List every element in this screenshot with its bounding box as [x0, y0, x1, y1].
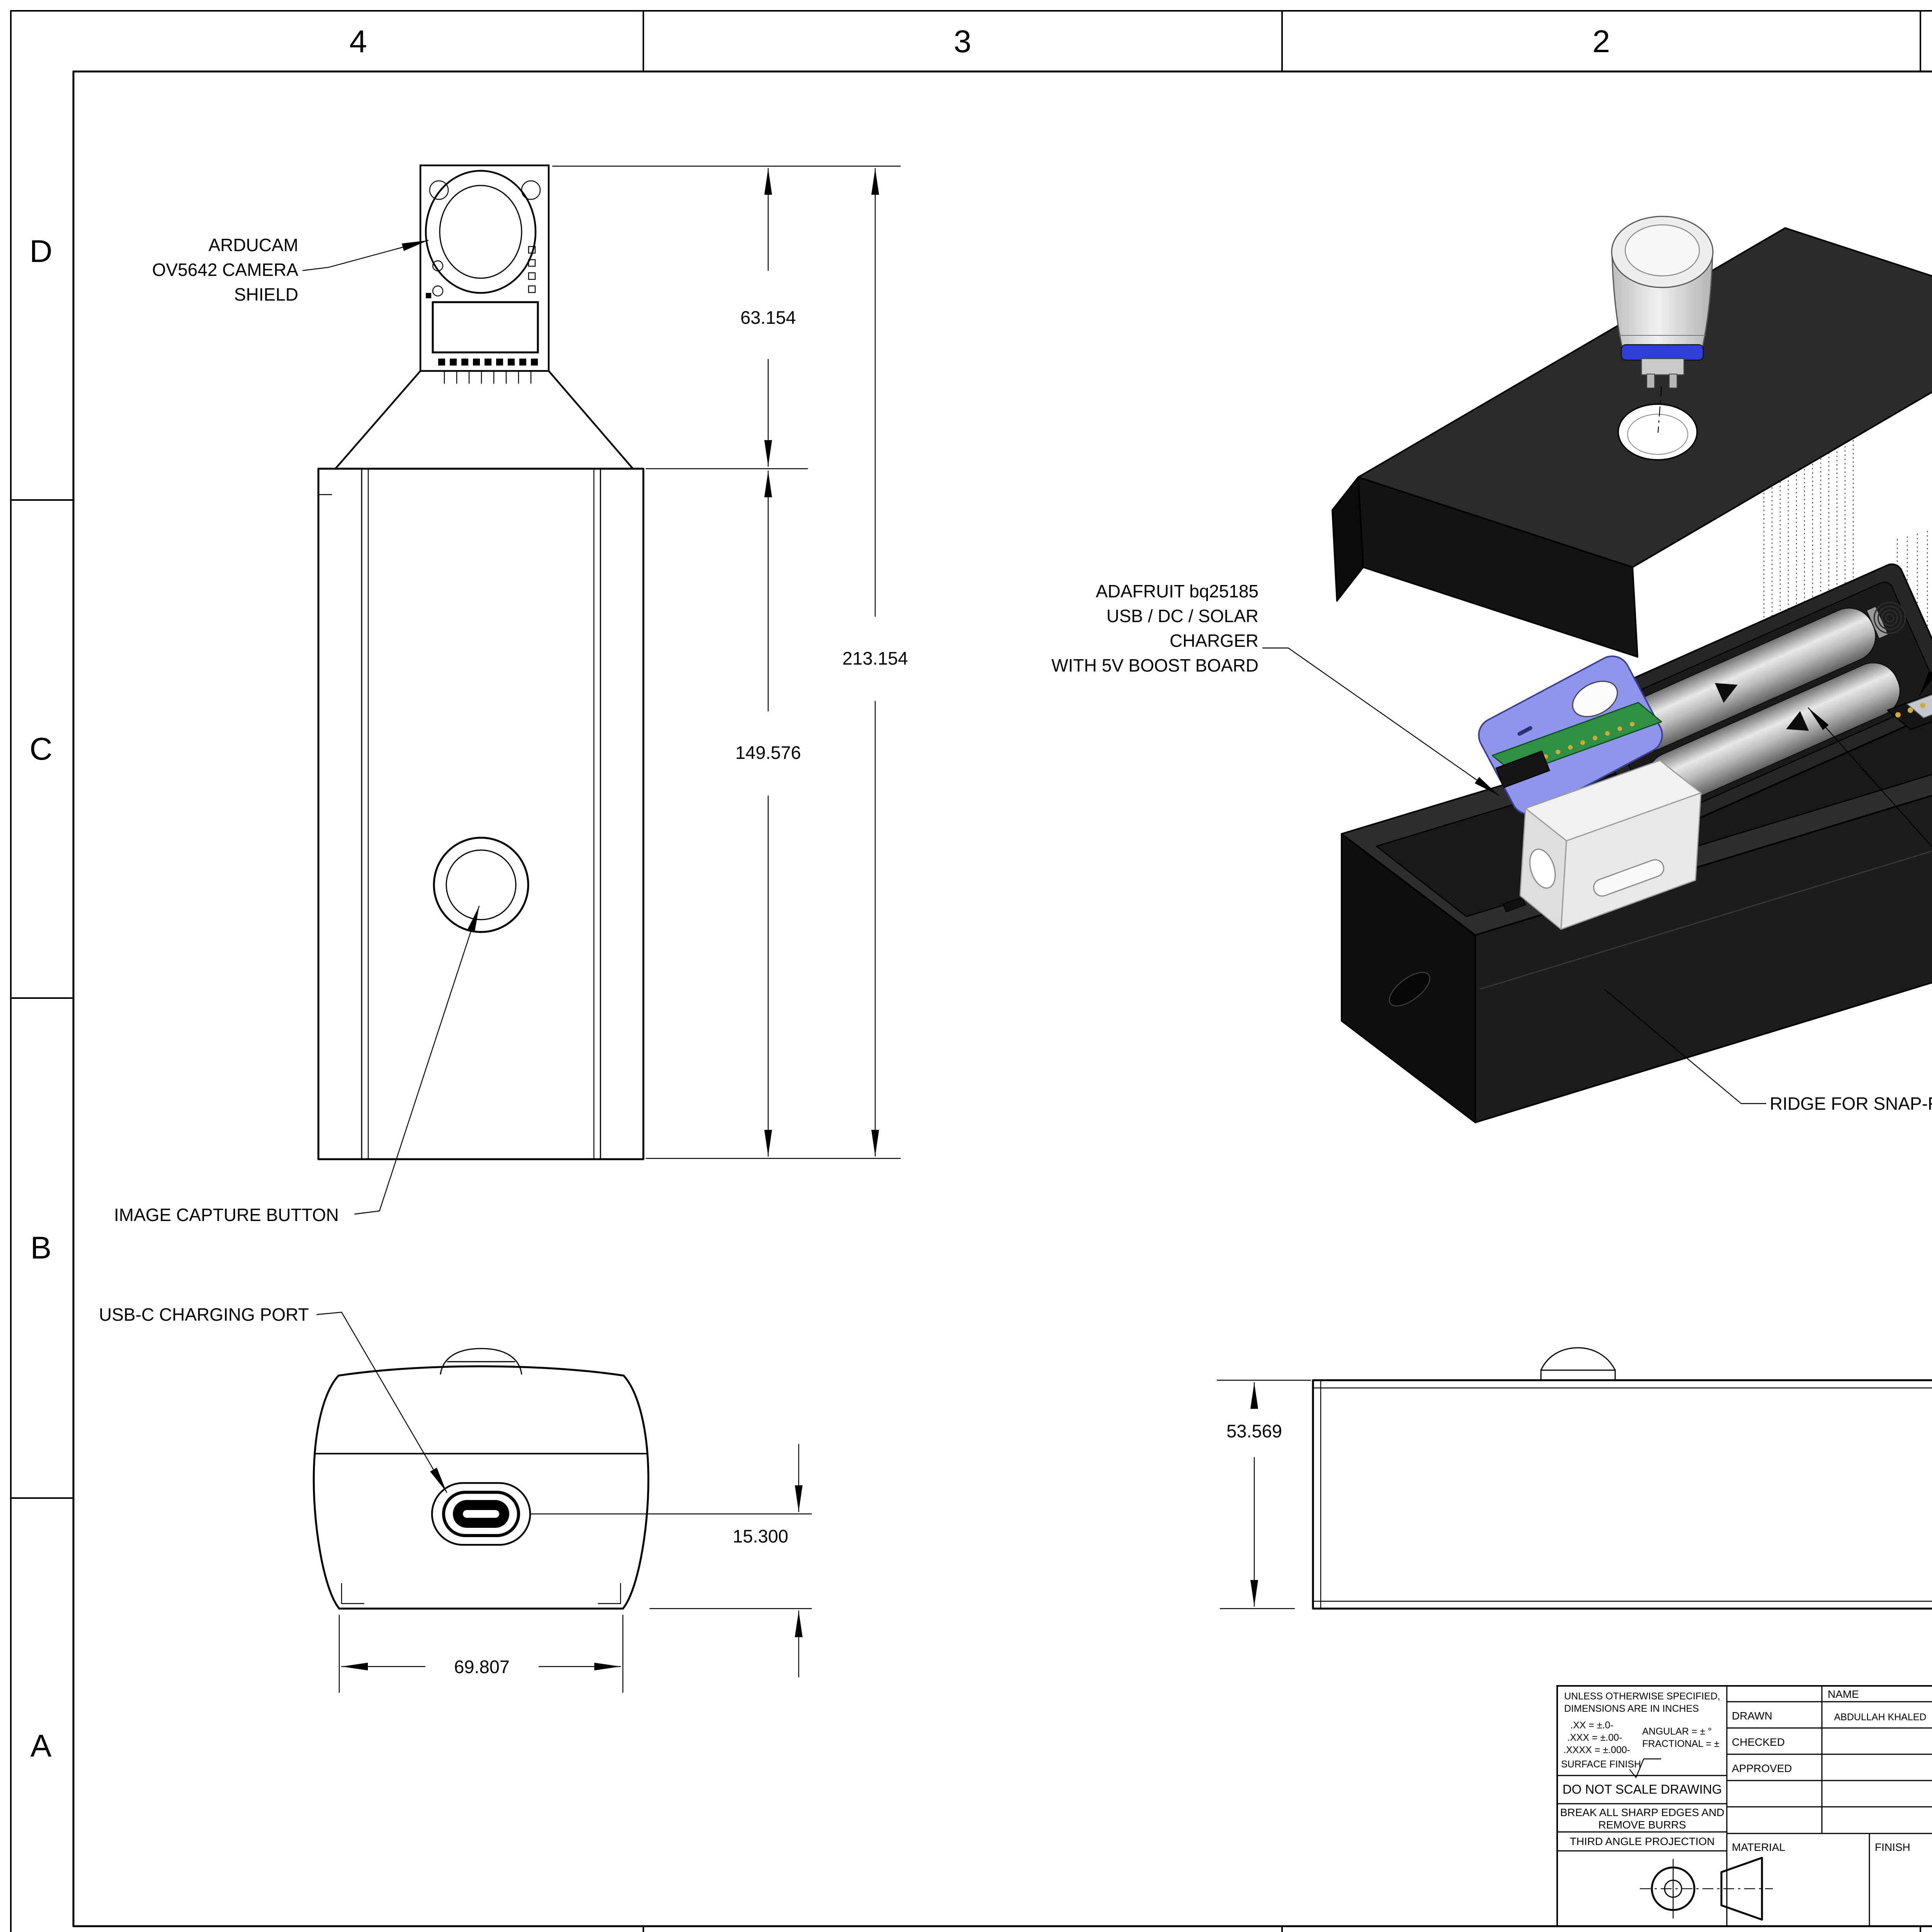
side-outline [1312, 1379, 1932, 1610]
front-view: 63.154 149.576 213.154 ARDUCAM OV5642 CA… [114, 164, 908, 1225]
shield-pins [444, 370, 532, 384]
tb-finish-label: FINISH [1875, 1841, 1910, 1853]
zone-col-bot-4: 4 [349, 1926, 367, 1932]
chrome-button [1611, 216, 1714, 388]
usb-bracket [1519, 760, 1702, 930]
zone-col-top-3: 3 [954, 24, 971, 59]
bottom-dome-arc [440, 1348, 522, 1375]
charger-board [1478, 655, 1663, 815]
shield-hole-row [438, 359, 538, 366]
bottom-outline [313, 1365, 650, 1610]
dim-total-height: 213.154 [842, 648, 908, 668]
zone-col-top-2: 2 [1592, 24, 1610, 59]
ridge-leader [1604, 988, 1767, 1104]
arducam-leader [302, 240, 429, 271]
battery-spring [1873, 602, 1906, 634]
bottom-view-dimensions: 15.300 69.807 [338, 1444, 812, 1693]
shell-usb-slot [1389, 971, 1430, 1007]
front-view-dimensions: 63.154 149.576 213.154 [552, 165, 908, 1159]
tb-break-2: REMOVE BURRS [1598, 1819, 1686, 1831]
sheet-frame: 4 3 2 1 4 3 2 1 D C B A D C B A [10, 10, 1932, 1932]
battery-leader [1808, 707, 1932, 848]
tb-tol-angular: ANGULAR = ± ° [1642, 1726, 1712, 1737]
xiao-board [1887, 693, 1932, 730]
side-view-dimensions: 53.569 25.000 43.399 [1216, 1379, 1311, 1609]
zone-row-left-a: A [31, 1728, 52, 1764]
tb-material-label: MATERIAL [1732, 1841, 1785, 1853]
adafruit-label-2: USB / DC / SOLAR [1106, 606, 1259, 626]
xiao-gold-pads [1895, 703, 1925, 718]
adafruit-label-3: CHARGER [1170, 631, 1259, 651]
zone-col-bot-2: 2 [1592, 1926, 1610, 1932]
side-dome [1540, 1347, 1616, 1381]
tb-approved-label: APPROVED [1732, 1762, 1792, 1774]
charger-usb-connector [1495, 750, 1550, 788]
dim-body-width: 69.807 [454, 1656, 510, 1677]
adafruit-label-1: ADAFRUIT bq25185 [1096, 581, 1259, 601]
button-blue-ring [1621, 344, 1704, 361]
camera-lens [425, 170, 537, 294]
tb-drawn-name: ABDULLAH KHALED [1834, 1712, 1927, 1723]
dim-side-height: 53.569 [1226, 1421, 1282, 1441]
tb-tol-xxxx: .XXXX = ±.000- [1563, 1745, 1630, 1755]
arducam-label-1: ARDUCAM [208, 235, 298, 255]
tb-tol-fractional: FRACTIONAL = ± [1642, 1738, 1719, 1749]
image-capture-label: IMAGE CAPTURE BUTTON [114, 1205, 339, 1225]
capture-button-inner [446, 849, 517, 920]
outer-border [10, 10, 1932, 1932]
device-body [317, 468, 645, 1160]
third-angle-symbol [1640, 1857, 1773, 1921]
tb-checked-label: CHECKED [1732, 1736, 1785, 1748]
zone-row-left-c: C [29, 731, 52, 767]
tb-name-header: NAME [1828, 1688, 1859, 1700]
zone-col-bot-3: 3 [954, 1926, 971, 1932]
tb-notes-2: DIMENSIONS ARE IN INCHES [1564, 1703, 1699, 1714]
button-hole [1617, 403, 1698, 461]
adafruit-leader [1262, 647, 1499, 796]
zone-col-top-4: 4 [349, 24, 367, 59]
tb-break-1: BREAK ALL SHARP EDGES AND [1560, 1806, 1725, 1818]
bottom-view: USB-C CHARGING PORT 15.300 69.807 [99, 1304, 812, 1693]
tb-tol-xx: .XX = ±.0- [1570, 1720, 1614, 1731]
zone-row-left-b: B [31, 1230, 52, 1265]
usb-c-label: USB-C CHARGING PORT [99, 1304, 309, 1325]
dim-cam-height: 63.154 [740, 307, 796, 328]
side-view: 53.569 25.000 43.399 [1216, 1347, 1932, 1610]
top-cover [1332, 227, 1932, 658]
dim-port-offset: 15.300 [733, 1526, 788, 1546]
title-block: UNLESS OTHERWISE SPECIFIED, DIMENSIONS A… [1556, 1685, 1932, 1927]
capture-button-outer [433, 837, 529, 933]
arducam-label-3: SHIELD [234, 284, 298, 304]
snap-fit-ridge-line [1480, 850, 1932, 990]
ridge-label: RIDGE FOR SNAP-FIT ENCLOSURE [1770, 1094, 1932, 1114]
image-capture-leader [354, 905, 480, 1215]
tb-do-not-scale: DO NOT SCALE DRAWING [1563, 1782, 1722, 1796]
surface-finish-symbol [1629, 1758, 1662, 1779]
tb-drawn-label: DRAWN [1732, 1710, 1772, 1722]
exploded-view: ADAFRUIT bq25185 USB / DC / SOLAR CHARGE… [1051, 216, 1932, 1123]
tb-tol-xxx: .XXX = ±.00- [1567, 1732, 1622, 1743]
tb-third-angle: THIRD ANGLE PROJECTION [1570, 1835, 1715, 1847]
tb-surface-finish: SURFACE FINISH [1561, 1759, 1641, 1770]
zone-row-left-d: D [29, 234, 52, 269]
adafruit-label-4: WITH 5V BOOST BOARD [1051, 655, 1259, 675]
usb-c-leader [316, 1311, 447, 1493]
dim-body-height: 149.576 [735, 742, 801, 763]
battery-holder [1586, 563, 1932, 839]
camera-shield-detail [419, 164, 550, 384]
arducam-label-2: OV5642 CAMERA [152, 260, 299, 280]
zone-labels: 4 3 2 1 4 3 2 1 D C B A D C B A [29, 24, 1610, 1932]
tb-notes-1: UNLESS OTHERWISE SPECIFIED, [1564, 1691, 1720, 1702]
